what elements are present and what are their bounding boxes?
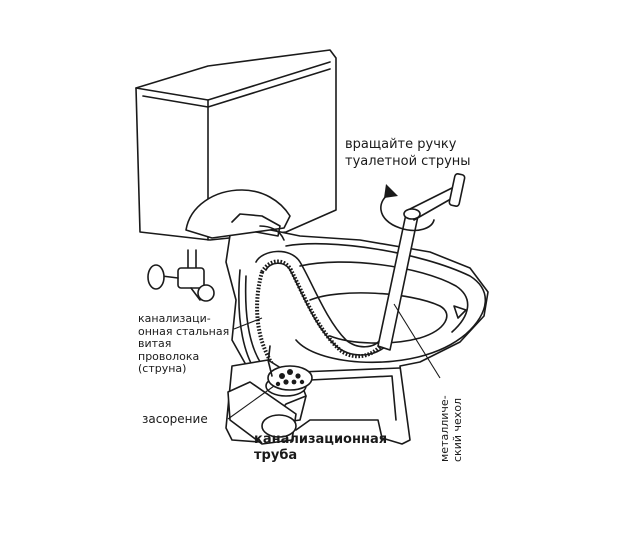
rotation-arrow-icon xyxy=(380,184,435,232)
leader-lines xyxy=(227,303,441,420)
label-steel-wire: канализаци- онная стальная витая проволо… xyxy=(138,312,230,376)
supply-valve xyxy=(147,249,215,302)
label-rotate-handle-line-2: туалетной струны xyxy=(345,154,471,169)
label-clog: засорение xyxy=(142,412,208,426)
label-steel-wire-line-5: (струна) xyxy=(138,362,187,375)
label-steel-wire-line-2: онная стальная xyxy=(138,324,230,338)
label-steel-wire-line-3: витая xyxy=(138,337,172,350)
label-rotate-handle-line-1: вращайте ручку xyxy=(345,137,457,152)
label-sewer-pipe-line-2: труба xyxy=(254,448,298,463)
label-steel-wire-line-1: канализаци- xyxy=(138,312,211,325)
label-metal-sheath-line-2: ский чехол xyxy=(451,397,464,462)
cutaway-detail xyxy=(185,189,291,241)
label-metal-sheath: металличе- ский чехол xyxy=(438,395,464,462)
label-metal-sheath-line-1: металличе- xyxy=(438,395,451,462)
label-sewer-pipe-line-1: канализационная xyxy=(254,432,388,447)
auger-sheath xyxy=(377,173,466,351)
label-sewer-pipe: канализационная труба xyxy=(254,432,387,464)
label-rotate-handle: вращайте ручку туалетной струны xyxy=(345,136,471,170)
clog-blob xyxy=(275,369,305,387)
label-steel-wire-line-4: проволока xyxy=(138,349,200,363)
